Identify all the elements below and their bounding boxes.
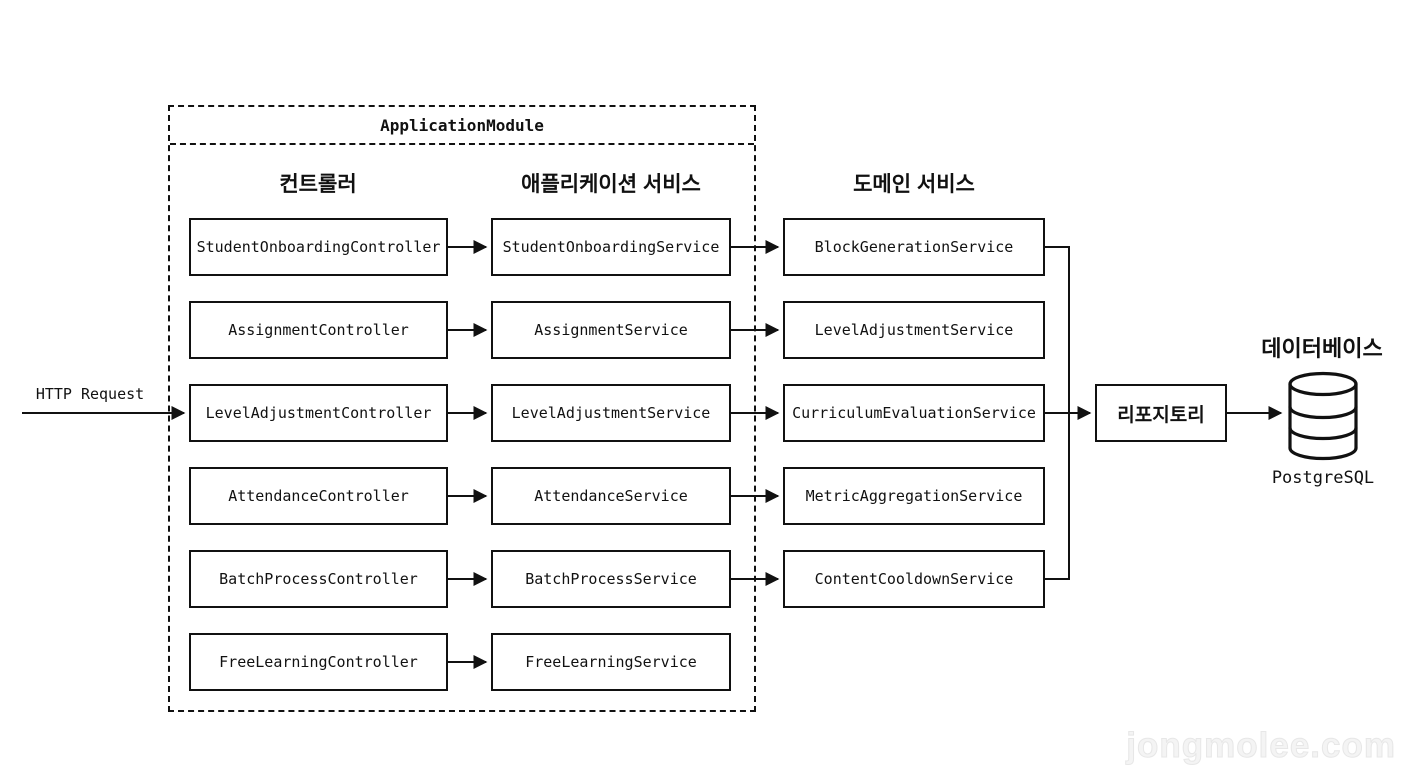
database-engine-label: PostgreSQL xyxy=(1271,468,1375,488)
app-service-node-attendance: AttendanceService xyxy=(491,467,731,525)
watermark-text: jongmolee.com xyxy=(1126,726,1396,766)
http-request-label: HTTP Request xyxy=(35,385,145,403)
controller-node-assignment: AssignmentController xyxy=(189,301,448,359)
database-header: 데이터베이스 xyxy=(1261,336,1383,361)
app-service-node-level-adjustment: LevelAdjustmentService xyxy=(491,384,731,442)
domain-service-node-metric-aggregation: MetricAggregationService xyxy=(783,467,1045,525)
controller-node-level-adjustment: LevelAdjustmentController xyxy=(189,384,448,442)
application-module-box: ApplicationModule xyxy=(168,105,756,712)
controller-node-batch-process: BatchProcessController xyxy=(189,550,448,608)
domain-service-node-level-adjustment: LevelAdjustmentService xyxy=(783,301,1045,359)
domain-services-column-header: 도메인 서비스 xyxy=(853,173,975,196)
controller-node-student-onboarding: StudentOnboardingController xyxy=(189,218,448,276)
app-service-node-batch-process: BatchProcessService xyxy=(491,550,731,608)
repository-node: 리포지토리 xyxy=(1095,384,1227,442)
domain-service-node-content-cooldown: ContentCooldownService xyxy=(783,550,1045,608)
app-service-node-assignment: AssignmentService xyxy=(491,301,731,359)
domain-service-node-block-generation: BlockGenerationService xyxy=(783,218,1045,276)
domain-service-node-curriculum-evaluation: CurriculumEvaluationService xyxy=(783,384,1045,442)
app-services-column-header: 애플리케이션 서비스 xyxy=(521,173,701,196)
controllers-column-header: 컨트롤러 xyxy=(279,173,357,196)
app-service-node-free-learning: FreeLearningService xyxy=(491,633,731,691)
database-cylinder-icon xyxy=(1288,371,1358,461)
application-module-title: ApplicationModule xyxy=(170,107,754,145)
controller-node-attendance: AttendanceController xyxy=(189,467,448,525)
app-service-node-student-onboarding: StudentOnboardingService xyxy=(491,218,731,276)
controller-node-free-learning: FreeLearningController xyxy=(189,633,448,691)
